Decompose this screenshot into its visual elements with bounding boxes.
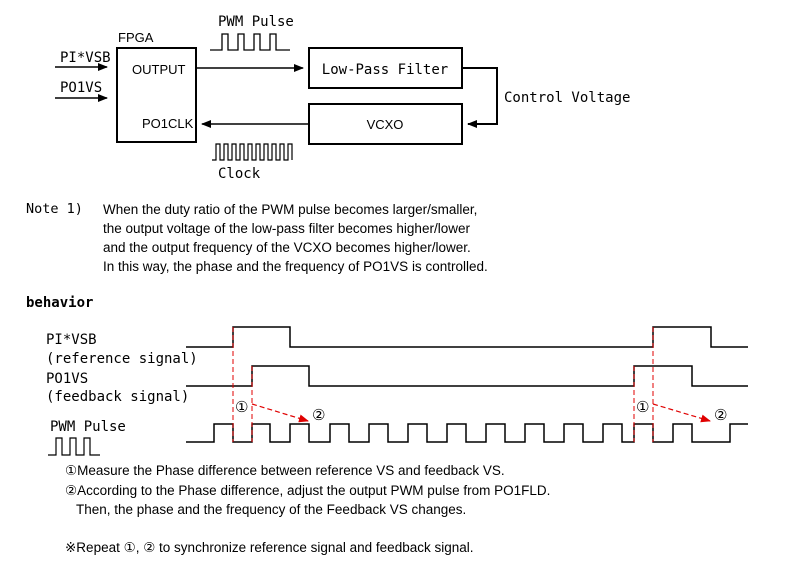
note-line-4: In this way, the phase and the frequency… <box>103 259 488 274</box>
control-voltage-path <box>462 67 498 128</box>
explanation-repeat: ※Repeat ①, ② to synchronize reference si… <box>65 540 474 555</box>
pwm-pulse-label: PWM Pulse <box>218 14 294 30</box>
control-voltage-label: Control Voltage <box>504 90 630 106</box>
adjust-arrow-2 <box>652 403 711 423</box>
adjust-arrow-1 <box>251 403 309 423</box>
note-line-3: and the output frequency of the VCXO bec… <box>103 240 471 255</box>
ref-waveform <box>186 326 748 348</box>
fb-waveform <box>186 365 748 387</box>
marker-2-a: ② <box>312 407 325 424</box>
pwm-signal-icon <box>48 437 100 456</box>
port-output: OUTPUT <box>132 62 186 77</box>
behavior-heading: behavior <box>26 295 93 311</box>
behavior-section: behavior PI*VSB (reference signal) PO1VS… <box>26 295 748 456</box>
explanation-step-2: ②According to the Phase difference, adju… <box>65 483 551 498</box>
input-label-pivsb: PI*VSB <box>60 50 111 66</box>
note-line-2: the output voltage of the low-pass filte… <box>103 221 470 236</box>
block-diagram: FPGA PI*VSB PO1VS OUTPUT PO1CLK PWM Puls… <box>55 14 630 182</box>
pwm-pulse-icon <box>210 33 290 51</box>
note-line-1: When the duty ratio of the PWM pulse bec… <box>103 202 478 217</box>
marker-1-b: ① <box>636 399 649 416</box>
fb-signal-name: PO1VS <box>46 371 88 387</box>
marker-1-a: ① <box>235 399 248 416</box>
explanation-step-1: ①Measure the Phase difference between re… <box>65 463 505 478</box>
pwm-waveform <box>186 423 748 443</box>
fpga-label: FPGA <box>118 30 154 45</box>
pwm-signal-name: PWM Pulse <box>50 419 126 435</box>
input-label-po1vs: PO1VS <box>60 80 102 96</box>
ref-signal-name: PI*VSB <box>46 332 97 348</box>
clock-label: Clock <box>218 166 261 182</box>
explanation-step-2-cont: Then, the phase and the frequency of the… <box>76 502 467 517</box>
lpf-label: Low-Pass Filter <box>322 62 448 78</box>
ref-signal-desc: (reference signal) <box>46 351 198 367</box>
note-label: Note 1) <box>26 201 83 217</box>
fpga-box <box>116 47 197 143</box>
vcxo-label: VCXO <box>367 117 404 132</box>
marker-2-b: ② <box>714 407 727 424</box>
clock-icon <box>212 143 293 161</box>
port-po1clk: PO1CLK <box>142 116 194 131</box>
fb-signal-desc: (feedback signal) <box>46 389 189 405</box>
